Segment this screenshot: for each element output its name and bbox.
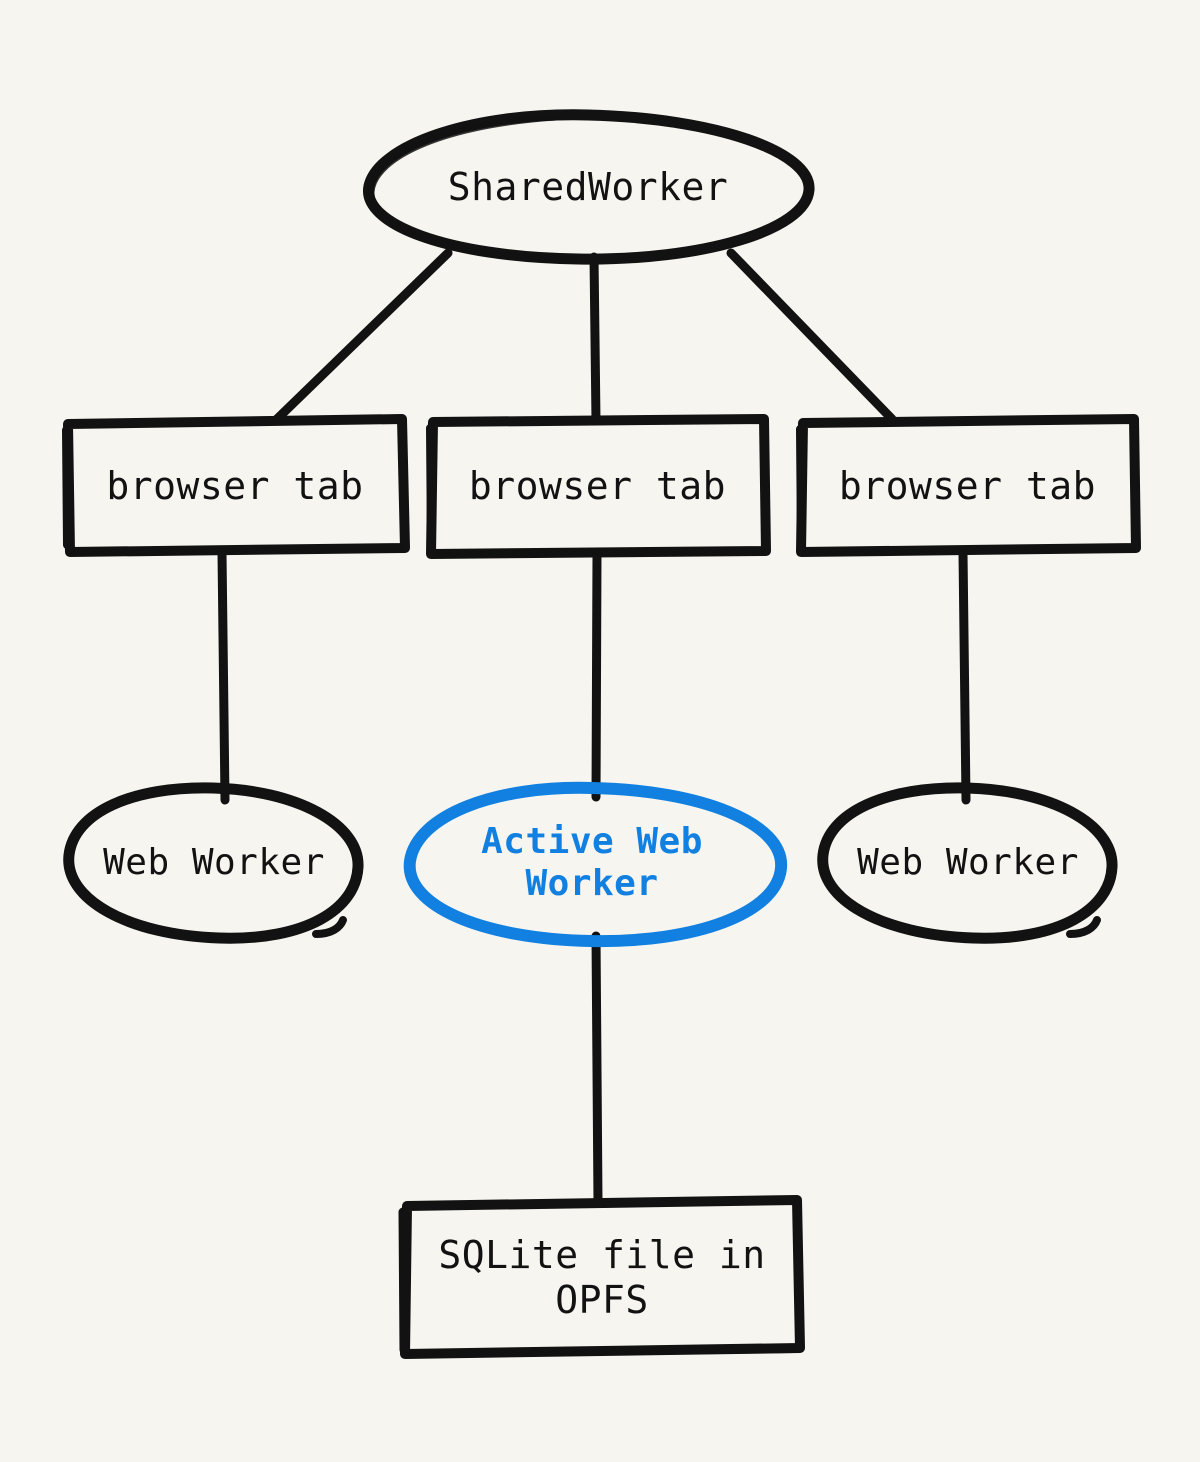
edge-sharedworker-to-tab-middle bbox=[589, 252, 601, 426]
node-browser-tab-middle[interactable] bbox=[426, 414, 771, 559]
node-web-worker-left[interactable] bbox=[63, 782, 364, 944]
node-active-web-worker[interactable] bbox=[403, 781, 788, 948]
node-sqlite-file[interactable] bbox=[398, 1195, 805, 1359]
node-web-worker-right[interactable] bbox=[817, 782, 1118, 944]
edge-tab-right-to-web-worker-right bbox=[958, 548, 971, 805]
edge-sharedworker-to-tab-right bbox=[726, 248, 897, 424]
edge-sharedworker-to-tab-left bbox=[272, 248, 453, 424]
node-shared-worker[interactable] bbox=[363, 109, 815, 265]
node-browser-tab-left[interactable] bbox=[62, 414, 410, 557]
node-browser-tab-right[interactable] bbox=[796, 414, 1141, 557]
edge-tab-middle-to-active-web-worker bbox=[591, 549, 602, 802]
edge-active-web-worker-to-sqlite-file bbox=[591, 931, 603, 1208]
edge-tab-left-to-web-worker-left bbox=[217, 548, 230, 805]
